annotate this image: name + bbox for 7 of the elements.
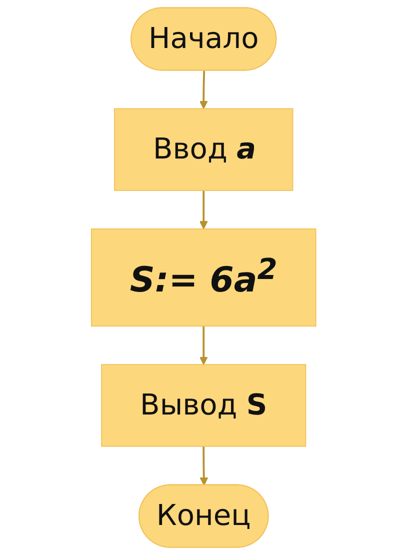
arrow [199, 190, 208, 230]
node-box: Ввод a [114, 108, 294, 191]
node-box: S:= 6a$^{2}$ [90, 228, 316, 327]
node-box: Вывод S [100, 364, 306, 447]
arrow [199, 70, 208, 110]
arrow [200, 446, 208, 486]
arrow [199, 326, 208, 365]
